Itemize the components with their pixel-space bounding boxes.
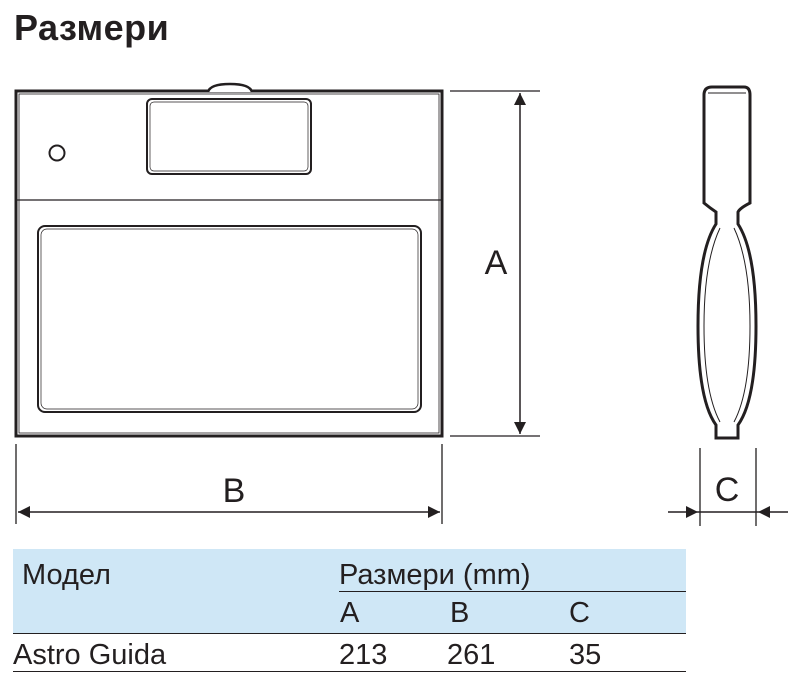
row-model: Astro Guida [13,639,167,671]
row-value-b: 261 [447,639,496,671]
front-view [14,82,444,438]
row-value-c: 35 [569,639,602,671]
pictogram-panel [37,225,422,413]
side-housing-outline [696,85,758,440]
subheader-a: A [340,597,360,629]
row-value-a: 213 [339,639,388,671]
dimension-b [15,444,443,524]
display-window-inner [149,101,309,172]
pictogram-panel-inner [40,228,419,410]
dimensions-table: Модел Размери (mm) A B C Astro Guida 213… [13,549,686,673]
front-housing-outline [14,89,444,438]
subheader-b: B [450,597,470,629]
table-row: Astro Guida 213 261 35 [13,633,686,673]
side-bulge-inner-right [733,227,751,423]
column-header-model: Модел [22,559,111,591]
dimension-a [450,90,540,437]
table-header: Модел Размери (mm) A B C [13,549,686,633]
dimension-label-a: A [485,244,508,282]
dimension-label-b: B [223,472,246,510]
top-clip [206,82,254,93]
header-bottom-rule [13,633,686,634]
dimension-c [668,448,788,526]
display-window [146,98,312,175]
front-housing-inner-edge [18,93,440,434]
subheader-c: C [569,597,590,629]
indicator-led [48,144,66,162]
table-bottom-rule [13,671,686,672]
page-title: Размери [14,7,170,48]
dimension-diagram: A B C [14,82,788,526]
header-divider [339,591,686,592]
side-bulge-inner-left [703,227,721,423]
column-header-dimensions: Размери (mm) [339,559,531,591]
dimension-label-c: C [715,471,740,509]
side-view [696,85,758,440]
